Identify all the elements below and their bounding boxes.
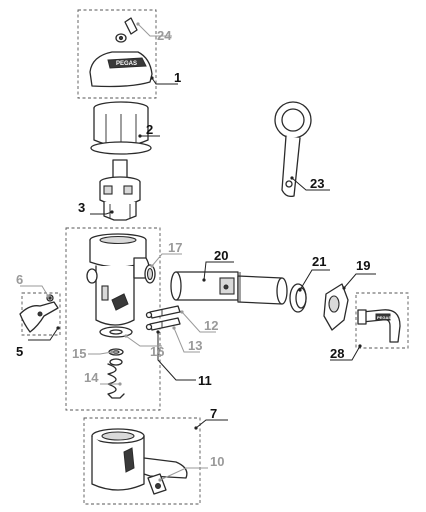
callout-24: 24 [157, 28, 172, 43]
callout-16: 16 [150, 344, 164, 359]
callout-12: 12 [204, 318, 218, 333]
callout-15: 15 [72, 346, 86, 361]
group-box-outlet [355, 292, 409, 349]
part-outlet-elbow: PEGAS [357, 309, 401, 343]
callout-2: 2 [146, 122, 153, 137]
part-pin-nut [115, 17, 138, 43]
part-sleeve [90, 101, 152, 155]
part-pins-12-13 [145, 305, 181, 331]
outlet-brand-text: PEGAS [377, 315, 391, 320]
part-body [86, 233, 150, 326]
part-cap: PEGAS [89, 51, 153, 88]
callout-19: 19 [356, 258, 370, 273]
part-spring [107, 358, 125, 399]
callout-20: 20 [214, 248, 228, 263]
part-cartridge [99, 159, 141, 221]
part-washer [99, 326, 133, 338]
part-spout-tube [170, 271, 288, 305]
part-oring-17 [144, 264, 156, 284]
part-aerator-housing [323, 283, 349, 331]
group-box-valve-housing [83, 417, 201, 505]
group-box-body [65, 227, 161, 411]
cap-brand-text: PEGAS [116, 61, 137, 67]
part-valve-housing [91, 428, 188, 491]
callout-23: 23 [310, 176, 324, 191]
callout-11: 11 [198, 373, 212, 388]
callout-5: 5 [16, 344, 23, 359]
callout-13: 13 [188, 338, 202, 353]
callout-10: 10 [210, 454, 224, 469]
callout-6: 6 [16, 272, 23, 287]
part-lever [19, 294, 59, 333]
callout-21: 21 [312, 254, 326, 269]
callout-14: 14 [84, 370, 99, 385]
group-box-cap [77, 9, 157, 99]
part-wrench [274, 101, 312, 198]
callout-7: 7 [210, 406, 217, 421]
part-nut-ring [289, 283, 307, 313]
callout-1: 1 [174, 70, 181, 85]
callout-3: 3 [78, 200, 85, 215]
leader-lines [20, 22, 376, 482]
callout-17: 17 [168, 240, 182, 255]
callout-28: 28 [330, 346, 344, 361]
